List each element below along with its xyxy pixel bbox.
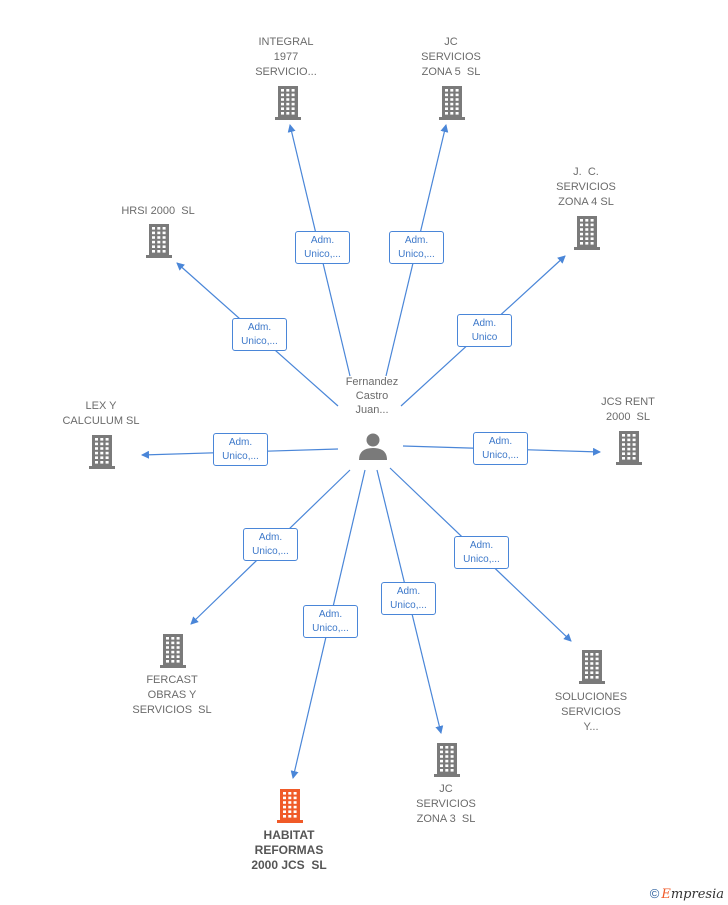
node-label-line: LEX Y: [85, 400, 117, 412]
center-person-label[interactable]: Fernandez Castro Juan...: [317, 375, 427, 417]
edge-label-jc-zona-3[interactable]: Adm. Unico,...: [381, 582, 436, 615]
building-icon[interactable]: [160, 634, 186, 668]
node-label-line: 1977: [273, 51, 299, 63]
edge-label-jcs-rent-2000[interactable]: Adm. Unico,...: [473, 432, 528, 465]
edge-label-line: Adm.: [310, 235, 335, 246]
edge-label-line: Adm.: [247, 322, 272, 333]
node-label-soluciones-servicios[interactable]: SOLUCIONES SERVICIOS Y...: [526, 690, 656, 735]
node-label-line: CALCULUM SL: [62, 415, 140, 427]
node-label-fercast[interactable]: FERCAST OBRAS Y SERVICIOS SL: [107, 673, 237, 718]
node-label-line: OBRAS Y: [147, 689, 197, 701]
node-label-line: ZONA 3 SL: [416, 813, 476, 825]
node-label-jc-zona-4[interactable]: J. C. SERVICIOS ZONA 4 SL: [521, 165, 651, 210]
edge-label-line: Unico,...: [222, 451, 259, 462]
building-icon[interactable]: [434, 743, 460, 777]
node-label-line: 2000 SL: [605, 411, 651, 423]
edge-label-soluciones-servicios[interactable]: Adm. Unico,...: [454, 536, 509, 569]
node-label-line: SERVICIOS: [561, 706, 621, 718]
edge-label-line: Unico,...: [241, 336, 278, 347]
node-label-line: JC: [444, 36, 458, 48]
node-label-line: HRSI 2000 SL: [121, 205, 195, 217]
edge-label-line: Unico,...: [252, 546, 289, 557]
node-label-jc-zona-3[interactable]: JC SERVICIOS ZONA 3 SL: [381, 782, 511, 827]
node-label-line: Y...: [583, 721, 599, 733]
node-label-lex-calculum[interactable]: LEX Y CALCULUM SL: [36, 399, 166, 429]
node-label-line: JC: [439, 783, 453, 795]
edge-label-integral-1977[interactable]: Adm. Unico,...: [295, 231, 350, 264]
building-icon[interactable]: [439, 86, 465, 120]
edge-label-lex-calculum[interactable]: Adm. Unico,...: [213, 433, 268, 466]
center-label-line: Fernandez: [345, 376, 399, 388]
node-label-line: SERVICIOS: [416, 798, 476, 810]
edge-label-jc-zona-4[interactable]: Adm. Unico: [457, 314, 512, 347]
node-label-jc-zona-5[interactable]: JC SERVICIOS ZONA 5 SL: [386, 35, 516, 80]
building-icon[interactable]: [275, 86, 301, 120]
building-icon[interactable]: [579, 650, 605, 684]
building-icon[interactable]: [146, 224, 172, 258]
copyright-icon: ©: [649, 886, 660, 901]
edge-label-line: Unico,...: [304, 249, 341, 260]
node-label-line: SERVICIO...: [255, 66, 317, 78]
edge-label-line: Adm.: [258, 532, 283, 543]
node-label-line: SOLUCIONES: [554, 691, 628, 703]
building-icon[interactable]: [277, 789, 303, 823]
node-label-line: SERVICIOS SL: [132, 704, 212, 716]
edge-label-line: Adm.: [396, 586, 421, 597]
edge-label-line: Unico,...: [398, 249, 435, 260]
building-icon[interactable]: [89, 435, 115, 469]
center-label-line: Juan...: [355, 404, 389, 416]
empresia-watermark[interactable]: ©Empresia: [650, 886, 724, 902]
center-label-line: Castro: [355, 390, 389, 402]
node-label-line: J. C.: [573, 166, 599, 178]
edge-label-line: Adm.: [318, 609, 343, 620]
brand-name: mpresia: [670, 887, 724, 902]
node-label-line: INTEGRAL: [258, 36, 314, 48]
node-label-line: ZONA 4 SL: [558, 196, 614, 208]
node-label-line: SERVICIOS: [421, 51, 481, 63]
edge-label-line: Adm.: [469, 540, 494, 551]
icons-layer: [89, 86, 642, 823]
brand-initial: E: [661, 887, 671, 902]
edge-label-line: Unico,...: [312, 623, 349, 634]
building-icon[interactable]: [616, 431, 642, 465]
node-label-line: SERVICIOS: [556, 181, 616, 193]
node-label-line: REFORMAS: [254, 843, 324, 857]
edge-label-line: Adm.: [488, 436, 513, 447]
node-label-line: HABITAT: [263, 828, 315, 842]
building-icon[interactable]: [574, 216, 600, 250]
edge-label-line: Unico,...: [390, 600, 427, 611]
node-label-line: ZONA 5 SL: [421, 66, 481, 78]
edge-label-line: Unico,...: [463, 554, 500, 565]
edge-label-jc-zona-5[interactable]: Adm. Unico,...: [389, 231, 444, 264]
node-label-line: JCS RENT: [601, 396, 655, 408]
node-label-jcs-rent-2000[interactable]: JCS RENT 2000 SL: [563, 395, 693, 425]
edge-label-line: Adm.: [404, 235, 429, 246]
node-label-line: FERCAST: [146, 674, 198, 686]
node-label-line: 2000 JCS SL: [251, 858, 327, 872]
edge-label-line: Adm.: [472, 318, 497, 329]
edge-label-line: Unico: [471, 332, 498, 343]
edge-label-habitat-reformas[interactable]: Adm. Unico,...: [303, 605, 358, 638]
edge-label-fercast[interactable]: Adm. Unico,...: [243, 528, 298, 561]
node-label-hrsi-2000[interactable]: HRSI 2000 SL: [93, 204, 223, 219]
edge-label-line: Unico,...: [482, 450, 519, 461]
edge-label-hrsi-2000[interactable]: Adm. Unico,...: [232, 318, 287, 351]
person-icon[interactable]: [359, 433, 387, 461]
edge-label-line: Adm.: [228, 437, 253, 448]
